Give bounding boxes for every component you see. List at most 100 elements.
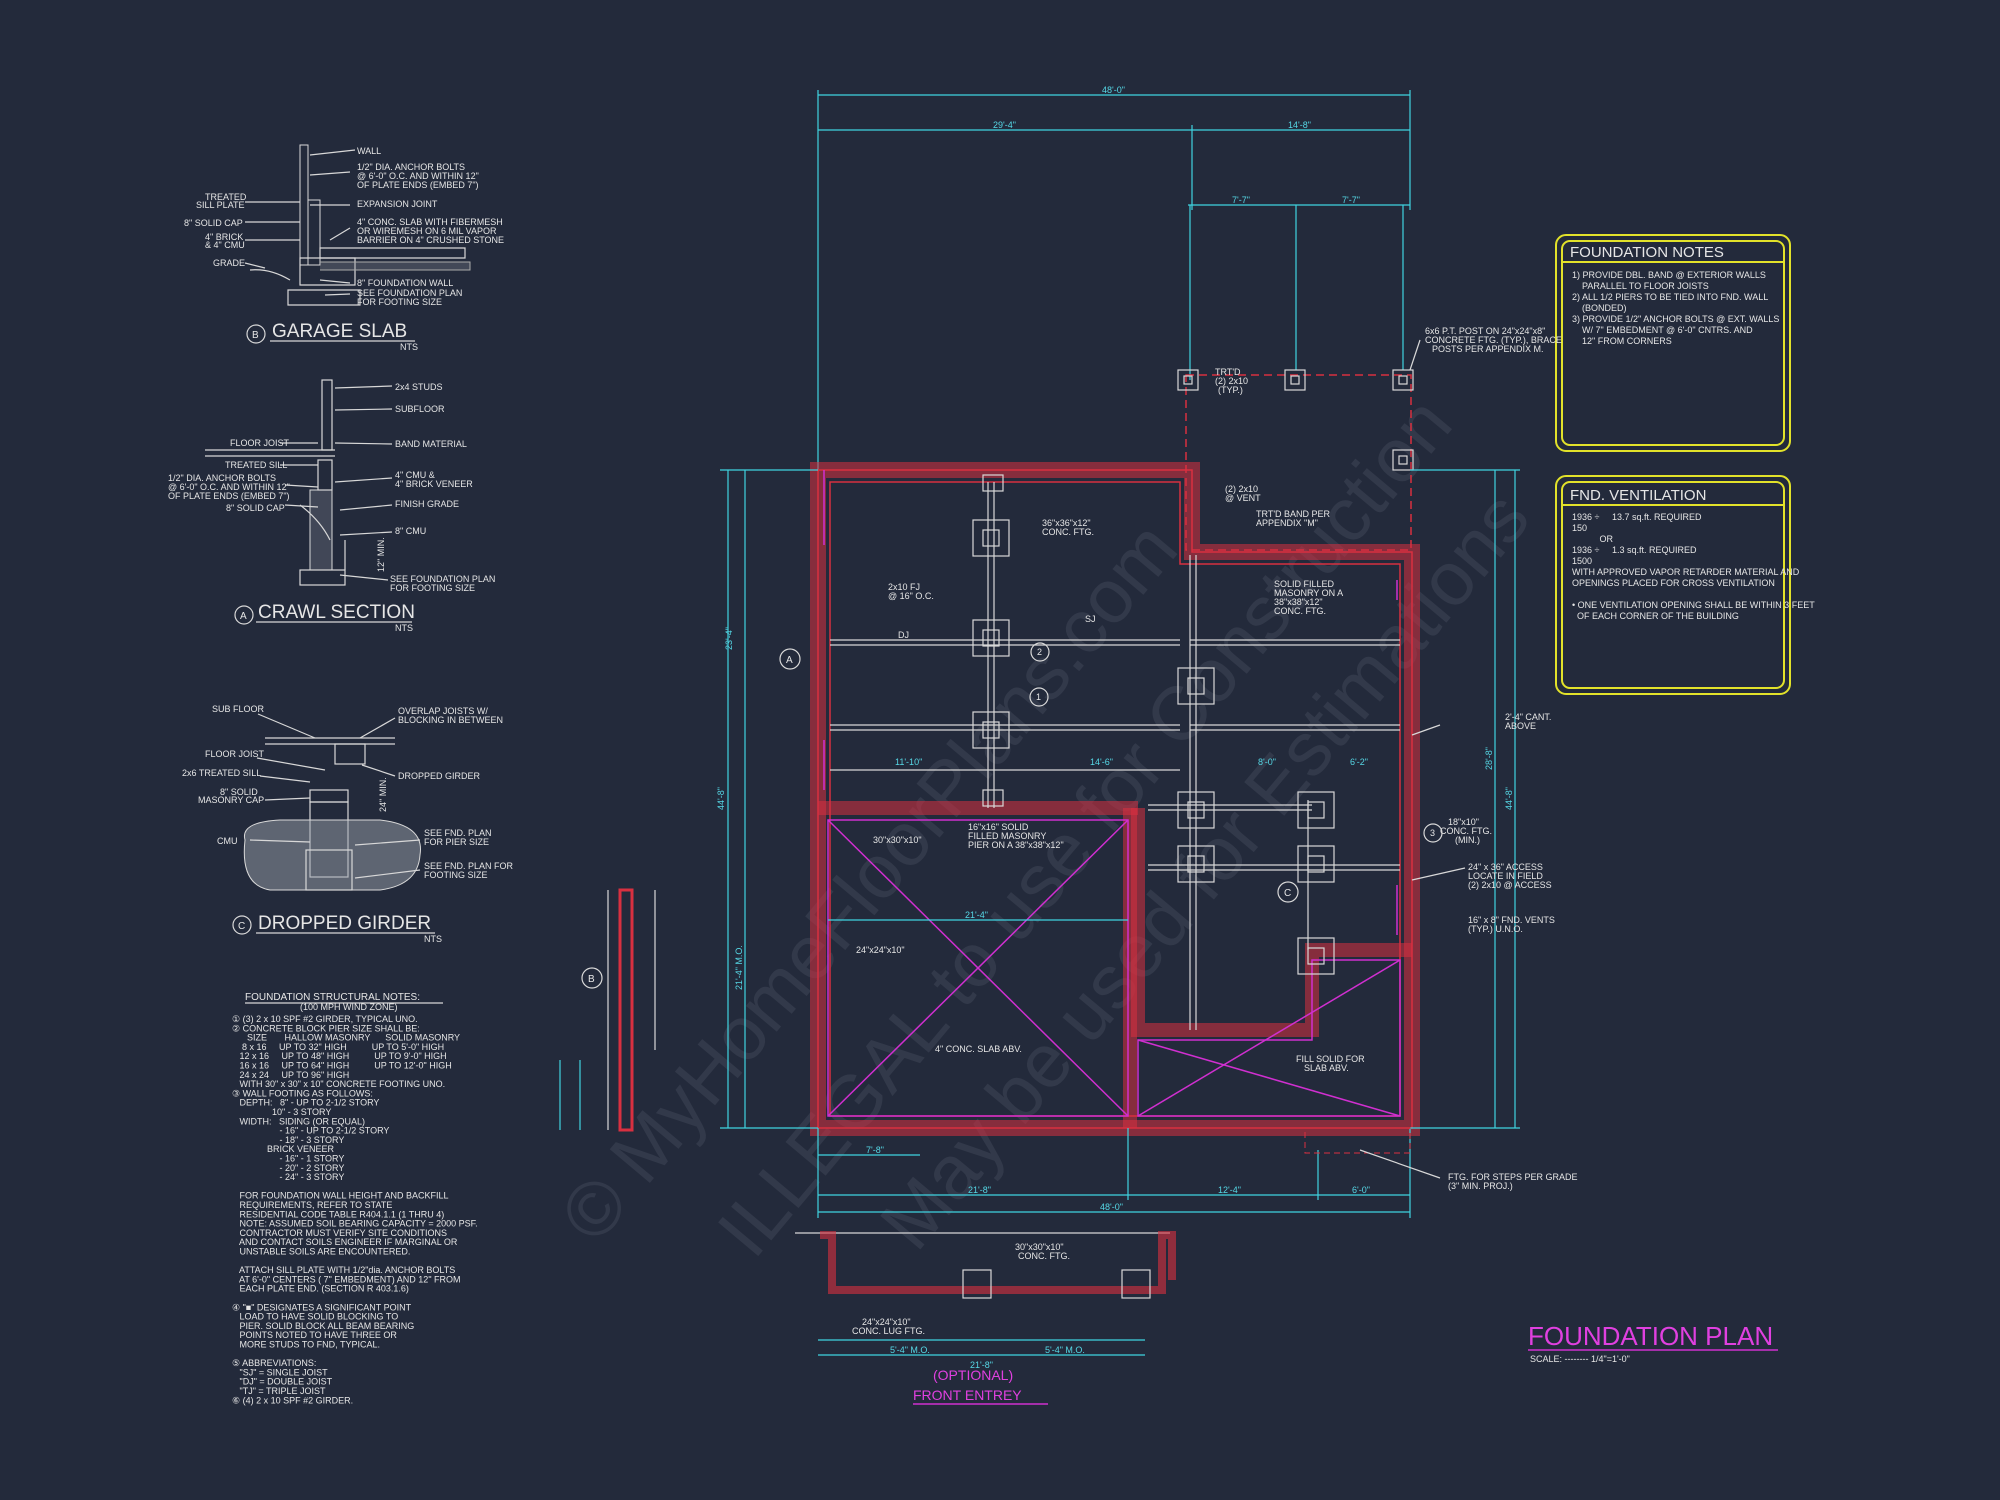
lbl-39: (3" MIN. PROJ.) [1448, 1181, 1513, 1191]
lbl-26: CONCRETE FTG. (TYP.), BRACE [1425, 335, 1562, 345]
structural-note-line-28: AT 6'-0" CENTERS ( 7" EMBEDMENT) AND 12"… [232, 1274, 461, 1284]
entry-dim-2: 5'-4" M.O. [1045, 1345, 1085, 1355]
optional-front-entry [795, 1231, 1176, 1356]
lbl-21: SLAB ABV. [1304, 1063, 1349, 1073]
cs-dim: 12" MIN. [376, 537, 386, 572]
lbl-17: 30"x30"x10" [873, 835, 922, 845]
dg-note-6: FOOTING SIZE [424, 870, 488, 880]
gs-note-3: OF PLATE ENDS (EMBED 7") [357, 180, 479, 190]
structural-note-line-4: 12 x 16 UP TO 48" HIGH UP TO 9'-0" HIGH [232, 1051, 447, 1061]
entry-label-0: 24"x24"x10" [862, 1317, 911, 1327]
dg-tag-circle [232, 915, 252, 935]
fnd-ventilation-title: FND. VENTILATION [1570, 487, 1706, 504]
lbl-33: 24" x 36" ACCESS [1468, 862, 1543, 872]
dg-note-2: DROPPED GIRDER [398, 771, 481, 781]
dim-bottom-3: 6'-0" [1352, 1185, 1370, 1195]
foundation-note-line-0: 1) PROVIDE DBL. BAND @ EXTERIOR WALLS [1572, 270, 1766, 280]
gs-left-0: TREATED [205, 192, 247, 202]
optional-title: FRONT ENTREY [913, 1387, 1022, 1403]
lbl-24: (TYP.) [1218, 385, 1243, 395]
structural-note-line-24: AND CONTACT SOILS ENGINEER IF MARGINAL O… [232, 1237, 458, 1247]
fnd-ventilation-line-0: 1936 ÷ 13.7 sq.ft. REQUIRED [1572, 512, 1702, 522]
cs-left-3: @ 6'-0" O.C. AND WITHIN 12" [168, 482, 290, 492]
cs-scale: NTS [395, 623, 413, 633]
structural-note-line-29: EACH PLATE END. (SECTION R 403.1.6) [232, 1284, 409, 1294]
structural-note-line-3: 8 x 16 UP TO 32" HIGH UP TO 5'-0" HIGH [232, 1042, 444, 1052]
lbl-8: TRT'D BAND PER [1256, 509, 1331, 519]
dg-title: DROPPED GIRDER [258, 913, 431, 934]
cs-note-5: FINISH GRADE [395, 499, 459, 509]
gs-note-7: BARRIER ON 4" CRUSHED STONE [357, 235, 504, 245]
gs-note-10: FOR FOOTING SIZE [357, 297, 442, 307]
cs-note-0: 2x4 STUDS [395, 382, 443, 392]
lbl-12: 38"x38"x12" [1274, 597, 1323, 607]
dim-int-0: 11'-10" [895, 757, 922, 767]
structural-note-line-34: POINTS NOTED TO HAVE THREE OR [232, 1330, 397, 1340]
lbl-13: CONC. FTG. [1274, 606, 1326, 616]
gs-left-4: & 4" CMU [205, 240, 245, 250]
dg-note-1: BLOCKING IN BETWEEN [398, 715, 503, 725]
cs-note-8: FOR FOOTING SIZE [390, 583, 475, 593]
dg-left-5: CMU [217, 836, 238, 846]
structural-note-line-21: RESIDENTIAL CODE TABLE R404.1.1 (1 THRU … [232, 1209, 444, 1219]
lbl-28: 2'-4" CANT. [1505, 712, 1551, 722]
gs-left-1: SILL PLATE [196, 200, 245, 210]
section-b-wall [559, 888, 656, 1132]
lbl-37: (TYP.) U.N.O. [1468, 924, 1523, 934]
structural-note-line-39: "DJ" = DOUBLE JOIST [232, 1377, 333, 1387]
gs-note-4: EXPANSION JOINT [357, 199, 438, 209]
lbl-38: FTG. FOR STEPS PER GRADE [1448, 1172, 1578, 1182]
dim-int-2: 8'-0" [1258, 757, 1276, 767]
dim-bottom-2: 12'-4" [1218, 1185, 1241, 1195]
fnd-ventilation-line-4: 1500 [1572, 556, 1592, 566]
lbl-0: 36"x36"x12" [1042, 518, 1091, 528]
dim-bottom-0: 7'-8" [866, 1145, 884, 1155]
dim-int-4: 21'-4" [965, 910, 988, 920]
cs-note-7: SEE FOUNDATION PLAN [390, 574, 495, 584]
plan-left-dimensions [720, 469, 818, 1129]
structural-notes-title: FOUNDATION STRUCTURAL NOTES: [245, 992, 420, 1003]
dg-left-2: 2x6 TREATED SILL [182, 768, 261, 778]
fnd-ventilation-line-1: 150 [1572, 523, 1587, 533]
dim-left-0: 23'-4" [724, 627, 734, 650]
lbl-4: DJ [898, 630, 909, 640]
fnd-ventilation-line-9: OF EACH CORNER OF THE BUILDING [1572, 611, 1739, 621]
fnd-ventilation-line-5: WITH APPROVED VAPOR RETARDER MATERIAL AN… [1572, 567, 1800, 577]
dg-note-4: FOR PIER SIZE [424, 837, 489, 847]
lbl-18: 24"x24"x10" [856, 945, 905, 955]
dg-left-1: FLOOR JOIST [205, 749, 265, 759]
entry-label-3: CONC. FTG. [1018, 1251, 1070, 1261]
structural-note-line-0: ① (3) 2 x 10 SPF #2 GIRDER, TYPICAL UNO. [232, 1014, 418, 1024]
structural-note-line-41: ⑥ (4) 2 x 10 SPF #2 GIRDER. [232, 1395, 353, 1405]
dim-bottom-1: 21'-8" [968, 1185, 991, 1195]
lbl-20: FILL SOLID FOR [1296, 1054, 1365, 1064]
fnd-ventilation-line-8: • ONE VENTILATION OPENING SHALL BE WITHI… [1572, 600, 1815, 610]
deck-posts [1177, 369, 1414, 471]
lbl-5: SJ [1085, 614, 1096, 624]
dim-top-0: 48'-0" [1102, 85, 1125, 95]
fnd-ventilation-line-3: 1936 ÷ 1.3 sq.ft. REQUIRED [1572, 545, 1697, 555]
lbl-36: 16" x 8" FND. VENTS [1468, 915, 1555, 925]
structural-note-line-19: FOR FOUNDATION WALL HEIGHT AND BACKFILL [232, 1191, 449, 1201]
dim-left-1: 21'-4" M.O. [734, 945, 744, 990]
dim-int-1: 14'-6" [1090, 757, 1113, 767]
dim-top-2: 14'-8" [1288, 120, 1311, 130]
foundation-note-line-3: (BONDED) [1572, 303, 1627, 313]
gs-note-5: 4" CONC. SLAB WITH FIBERMESH [357, 217, 503, 227]
plan-tag-b: B [588, 974, 595, 985]
cs-left-2: 1/2" DIA. ANCHOR BOLTS [168, 473, 276, 483]
structural-notes-lines: ① (3) 2 x 10 SPF #2 GIRDER, TYPICAL UNO.… [232, 1014, 478, 1405]
structural-note-line-1: ② CONCRETE BLOCK PIER SIZE SHALL BE: [232, 1023, 420, 1033]
plan-tags: A B C 1 2 3 [581, 642, 1443, 989]
lbl-1: CONC. FTG. [1042, 527, 1094, 537]
structural-note-line-23: CONTRACTOR MUST VERIFY SITE CONDITIONS [232, 1228, 447, 1238]
lbl-7: @ VENT [1225, 493, 1261, 503]
foundation-note-line-6: 12" FROM CORNERS [1572, 336, 1672, 346]
gs-note-9: SEE FOUNDATION PLAN [357, 288, 462, 298]
cs-tag-circle [234, 605, 254, 625]
structural-note-line-9: DEPTH: 8" - UP TO 2-1/2 STORY [232, 1098, 379, 1108]
fnd-ventilation-box: FND. VENTILATION 1936 ÷ 13.7 sq.ft. REQU… [1555, 475, 1815, 695]
gs-left-2: 8" SOLID CAP [184, 218, 243, 228]
gs-left-5: GRADE [213, 258, 245, 268]
entry-dim-0: 5'-4" M.O. [890, 1345, 930, 1355]
